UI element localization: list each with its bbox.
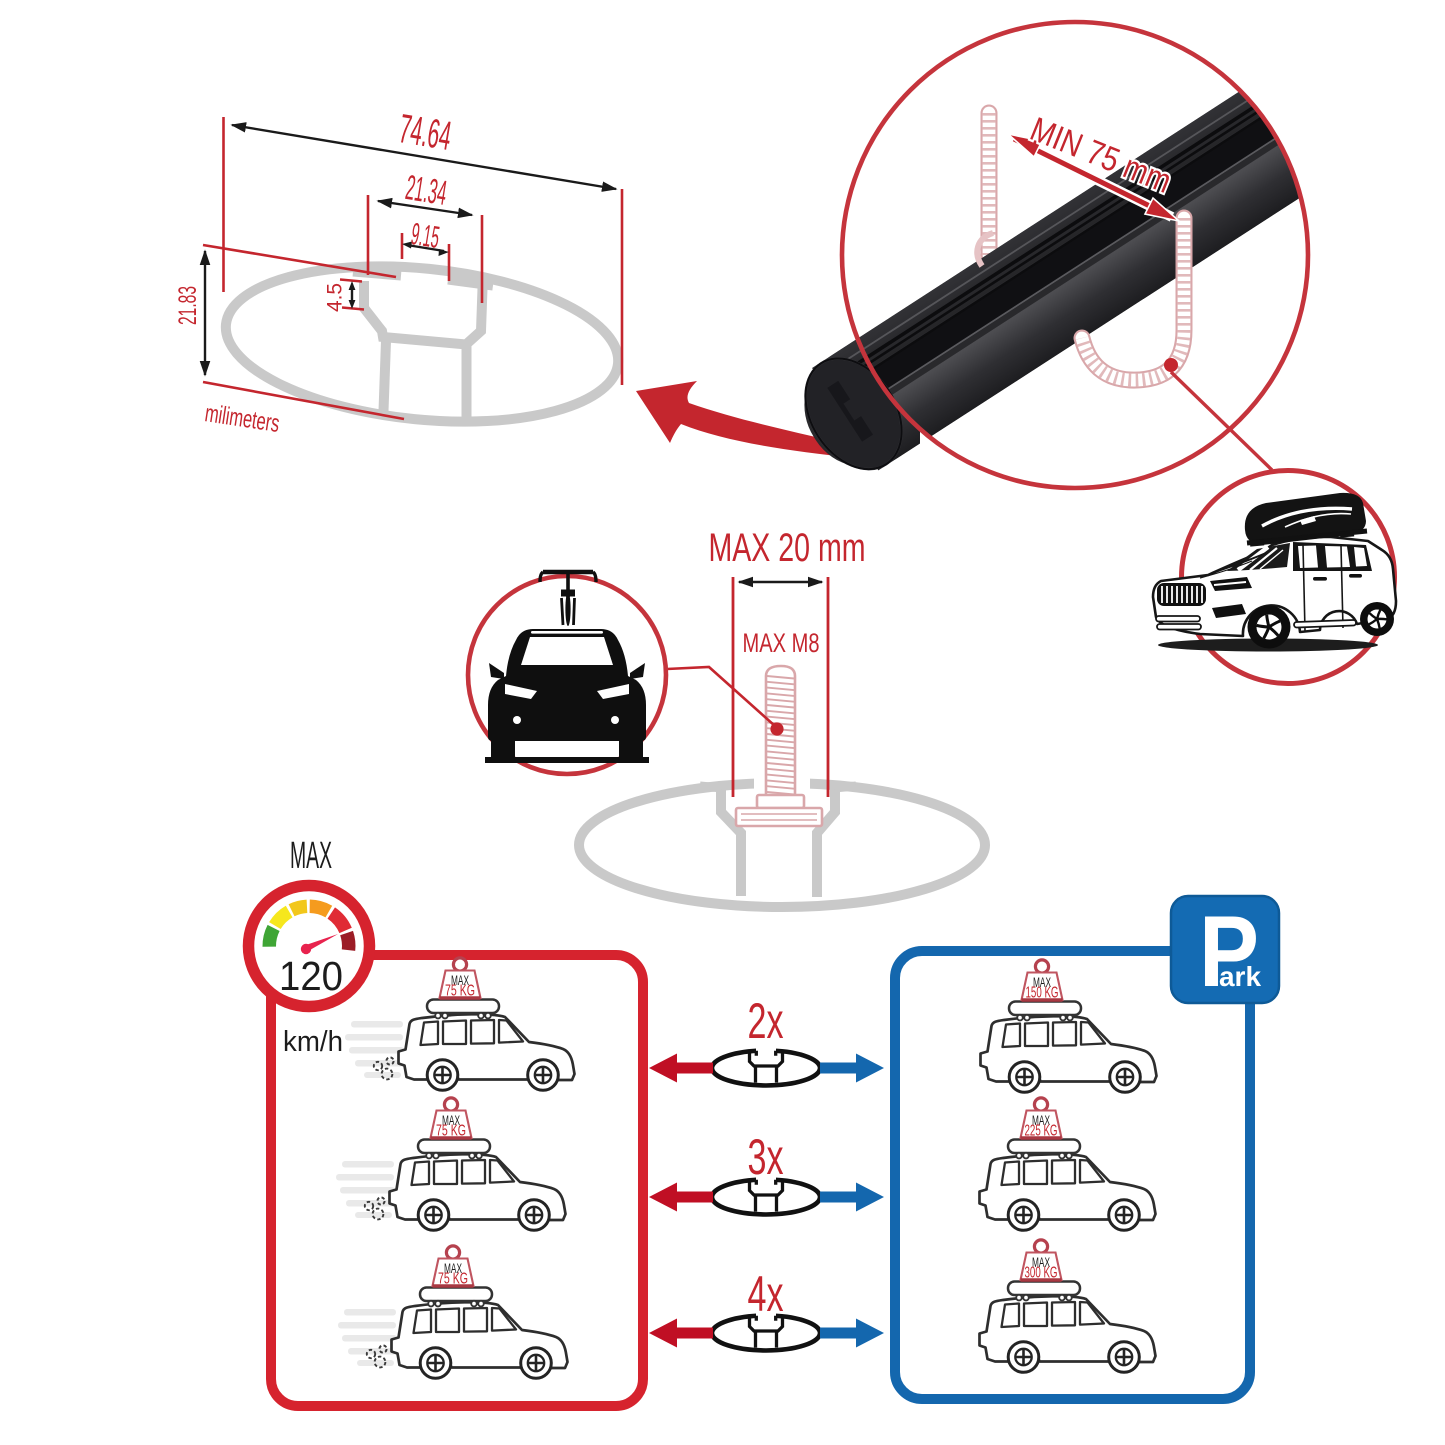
svg-text:300 KG: 300 KG [1025,1265,1058,1282]
svg-text:2x: 2x [748,993,784,1049]
svg-text:MAX: MAX [451,973,469,988]
svg-text:MAX: MAX [290,835,332,877]
svg-text:4.5: 4.5 [324,283,347,312]
svg-text:MAX: MAX [1032,1255,1050,1270]
svg-text:P: P [1199,896,1259,1008]
svg-text:75 KG: 75 KG [436,1123,466,1140]
svg-text:9.15: 9.15 [409,216,442,255]
svg-text:MAX 20 mm: MAX 20 mm [709,526,866,570]
svg-text:MAX: MAX [444,1261,462,1276]
svg-text:74.64: 74.64 [396,105,455,159]
svg-text:225 KG: 225 KG [1025,1123,1058,1140]
svg-text:21.83: 21.83 [174,286,202,325]
svg-text:75 KG: 75 KG [445,983,475,1000]
svg-text:MAX M8: MAX M8 [743,628,820,658]
svg-text:MAX: MAX [442,1113,460,1128]
svg-text:75 KG: 75 KG [438,1271,468,1288]
svg-text:MAX: MAX [1033,975,1051,990]
svg-text:milimeters: milimeters [203,399,281,438]
svg-text:MAX: MAX [1032,1113,1050,1128]
svg-text:km/h: km/h [283,1026,343,1058]
svg-text:120: 120 [279,953,343,999]
svg-text:150 KG: 150 KG [1026,985,1059,1002]
svg-text:21.34: 21.34 [403,168,450,213]
svg-text:ark: ark [1219,961,1261,992]
